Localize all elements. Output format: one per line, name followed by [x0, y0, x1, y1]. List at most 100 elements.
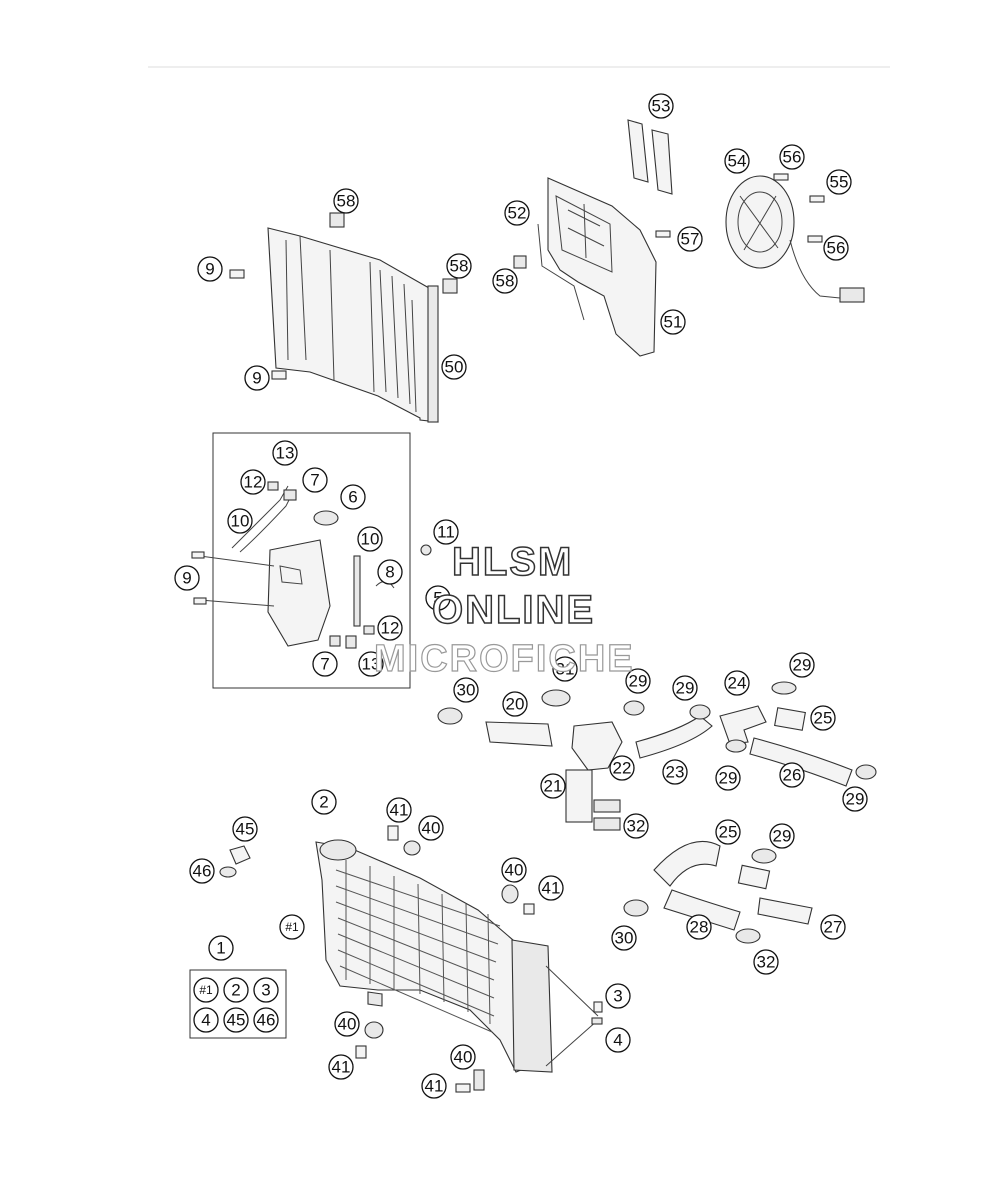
callout-51[interactable]: 51 [660, 309, 686, 335]
callout-40[interactable]: 40 [501, 857, 527, 883]
kit-callout-4[interactable]: 4 [193, 1007, 219, 1033]
kit-callout-3[interactable]: 3 [253, 977, 279, 1003]
svg-text:40: 40 [338, 1015, 357, 1034]
callout-6[interactable]: 6 [340, 484, 366, 510]
callout-9[interactable]: 9 [197, 256, 223, 282]
callout-21[interactable]: 21 [540, 773, 566, 799]
callout-3[interactable]: 3 [605, 983, 631, 1009]
kit-callout-46[interactable]: 46 [253, 1007, 279, 1033]
callout-20[interactable]: 20 [502, 691, 528, 717]
callout-40[interactable]: 40 [450, 1044, 476, 1070]
callout-41[interactable]: 41 [421, 1073, 447, 1099]
bolt-41a [387, 825, 399, 841]
svg-text:45: 45 [227, 1011, 246, 1030]
svg-text:29: 29 [793, 656, 812, 675]
svg-text:26: 26 [783, 766, 802, 785]
callout-40[interactable]: 40 [334, 1011, 360, 1037]
svg-text:7: 7 [310, 471, 319, 490]
callout-24[interactable]: 24 [724, 670, 750, 696]
svg-text:8: 8 [385, 563, 394, 582]
callout-13[interactable]: 13 [272, 440, 298, 466]
callout-52[interactable]: 52 [504, 200, 530, 226]
svg-text:51: 51 [664, 313, 683, 332]
callout-12[interactable]: 12 [240, 469, 266, 495]
callout-13[interactable]: 13 [358, 651, 384, 677]
kit-callout-2[interactable]: 2 [223, 977, 249, 1003]
callout-25[interactable]: 25 [715, 819, 741, 845]
callout-29[interactable]: 29 [842, 786, 868, 812]
callout-27[interactable]: 27 [820, 914, 846, 940]
callout-5[interactable]: 5 [425, 585, 451, 611]
svg-text:12: 12 [381, 619, 400, 638]
callout-11[interactable]: 11 [433, 519, 459, 545]
callout-29[interactable]: 29 [769, 823, 795, 849]
callout-1[interactable]: 1 [208, 935, 234, 961]
callout-29[interactable]: 29 [672, 675, 698, 701]
kit-callout-45[interactable]: 45 [223, 1007, 249, 1033]
callout-4[interactable]: 4 [605, 1027, 631, 1053]
expansion-tank-drawing [199, 485, 361, 647]
callout-54[interactable]: 54 [724, 148, 750, 174]
callout-9[interactable]: 9 [244, 365, 270, 391]
lower-hoses-drawing [623, 840, 813, 944]
callout-26[interactable]: 26 [779, 762, 805, 788]
callout-7[interactable]: 7 [302, 467, 328, 493]
callout-29[interactable]: 29 [715, 765, 741, 791]
callout-55[interactable]: 55 [826, 169, 852, 195]
callout-56[interactable]: 56 [823, 235, 849, 261]
callout-57[interactable]: 57 [677, 226, 703, 252]
callout-28[interactable]: 28 [686, 914, 712, 940]
svg-text:58: 58 [496, 272, 515, 291]
callout-50[interactable]: 50 [441, 354, 467, 380]
callout-40[interactable]: 40 [418, 815, 444, 841]
callout-56[interactable]: 56 [779, 144, 805, 170]
callout-7[interactable]: 7 [312, 651, 338, 677]
seal-7a [283, 489, 297, 501]
callout-10[interactable]: 10 [357, 526, 383, 552]
callout-9[interactable]: 9 [174, 565, 200, 591]
callout-41[interactable]: 41 [538, 875, 564, 901]
screw-56a [773, 173, 789, 181]
callout-46[interactable]: 46 [189, 858, 215, 884]
callout-29[interactable]: 29 [789, 652, 815, 678]
grommet-40a [403, 840, 421, 856]
callout-41[interactable]: 41 [328, 1054, 354, 1080]
callout-10[interactable]: 10 [227, 508, 253, 534]
callout-45[interactable]: 45 [232, 816, 258, 842]
screw-57 [655, 230, 671, 238]
svg-text:58: 58 [337, 192, 356, 211]
svg-text:4: 4 [613, 1031, 622, 1050]
callout-30[interactable]: 30 [453, 677, 479, 703]
callout-31[interactable]: 31 [552, 656, 578, 682]
svg-text:13: 13 [362, 655, 381, 674]
callout-2[interactable]: 2 [311, 789, 337, 815]
callout-41[interactable]: 41 [386, 797, 412, 823]
svg-text:25: 25 [814, 709, 833, 728]
callout-30[interactable]: 30 [611, 925, 637, 951]
clip-nut-58a [329, 212, 345, 228]
callout-58[interactable]: 58 [333, 188, 359, 214]
callout-23[interactable]: 23 [662, 759, 688, 785]
svg-text:#1: #1 [285, 920, 299, 934]
svg-text:54: 54 [728, 152, 747, 171]
callout-8[interactable]: 8 [377, 559, 403, 585]
svg-text:29: 29 [773, 827, 792, 846]
callout-32[interactable]: 32 [623, 813, 649, 839]
callout-32[interactable]: 32 [753, 949, 779, 975]
callout-22[interactable]: 22 [609, 755, 635, 781]
callout-29[interactable]: 29 [625, 668, 651, 694]
radiator-drawing [315, 839, 599, 1073]
callout-58[interactable]: 58 [446, 253, 472, 279]
radiator-kit-box [189, 969, 287, 1039]
callout-25[interactable]: 25 [810, 705, 836, 731]
expansion-tank-group-box [212, 432, 411, 689]
callout-12[interactable]: 12 [377, 615, 403, 641]
callout-58[interactable]: 58 [492, 268, 518, 294]
kit-callout-radiator[interactable]: #1 [193, 977, 219, 1003]
svg-text:5: 5 [433, 589, 442, 608]
svg-text:24: 24 [728, 674, 747, 693]
callout-radiator[interactable]: #1 [279, 914, 305, 940]
svg-text:11: 11 [437, 523, 455, 542]
bolt-41b [523, 903, 535, 915]
callout-53[interactable]: 53 [648, 93, 674, 119]
